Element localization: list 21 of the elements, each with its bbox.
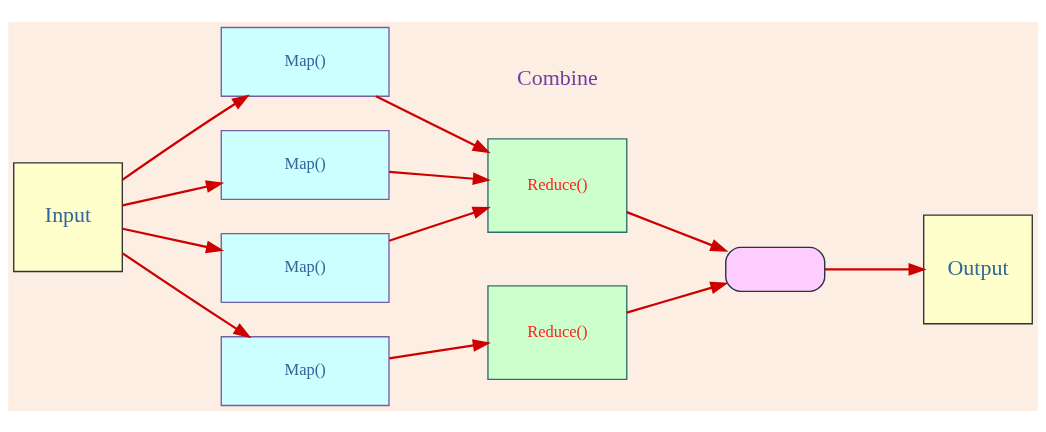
arrow <box>122 227 225 253</box>
arrow <box>388 206 491 242</box>
arrow <box>389 170 491 185</box>
arrow <box>626 210 729 252</box>
node-box <box>725 246 826 292</box>
label: Combine <box>517 64 598 90</box>
node-box: Map() <box>220 232 390 303</box>
arrow <box>825 262 927 276</box>
node-box: Map() <box>220 335 390 406</box>
node-box: Reduce() <box>487 137 628 233</box>
arrow <box>121 93 250 181</box>
arrow <box>122 179 225 206</box>
node-box: Input <box>13 161 123 272</box>
node-box: Map() <box>220 26 390 97</box>
arrow <box>121 251 252 338</box>
arrow <box>626 281 729 314</box>
arrow <box>375 94 491 153</box>
node-box: Map() <box>220 129 390 200</box>
arrow <box>389 338 491 359</box>
node-box: Output <box>923 213 1033 324</box>
node-box: Reduce() <box>487 284 628 380</box>
